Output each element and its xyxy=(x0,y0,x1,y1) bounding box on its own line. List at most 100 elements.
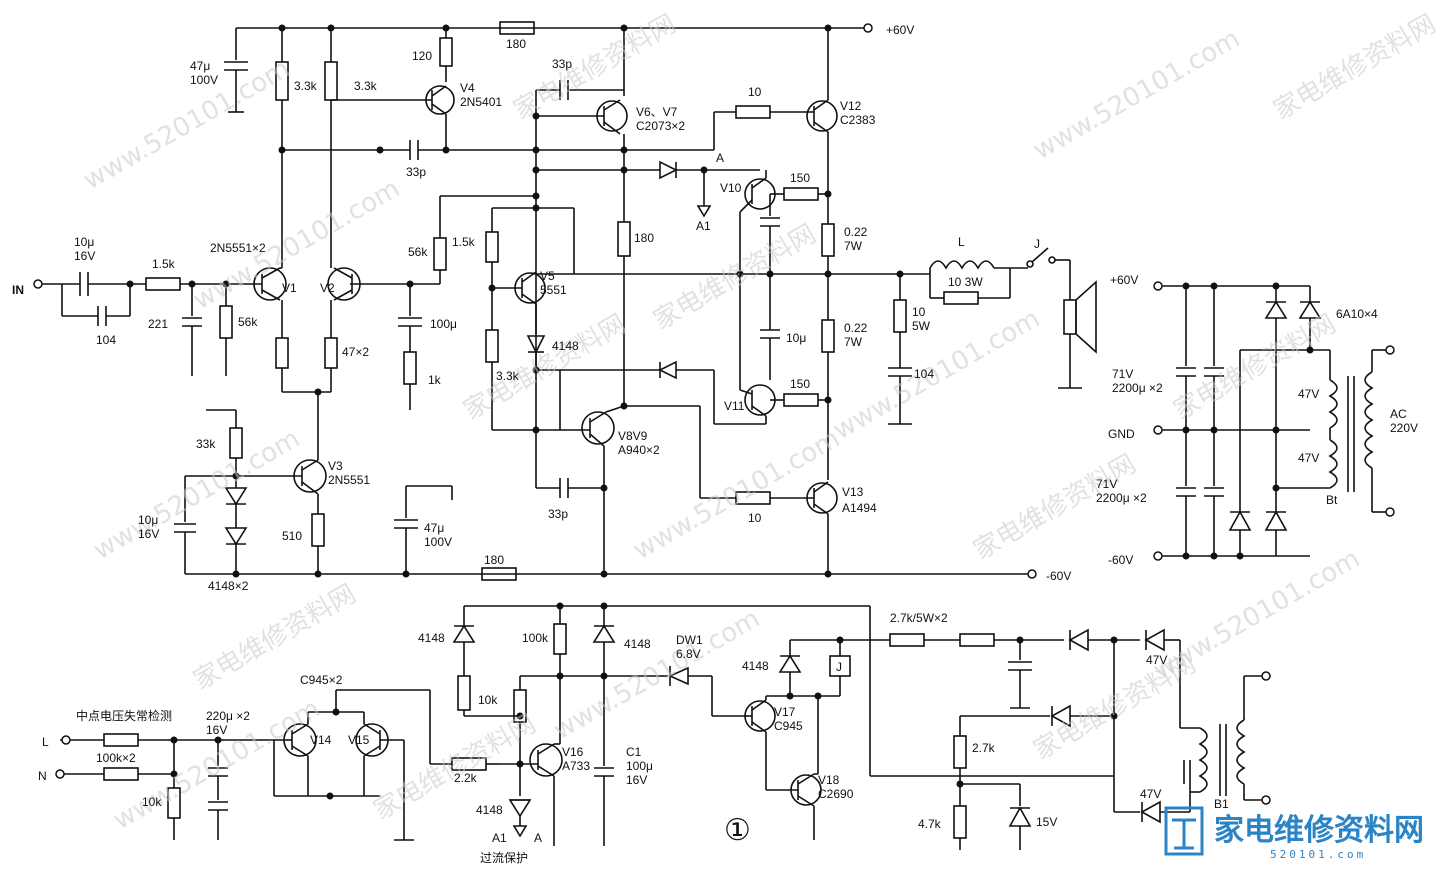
diff-pair-label: 2N5551×2 xyxy=(210,241,266,255)
v6v7-type: C2073×2 xyxy=(636,119,685,133)
v3-type: 2N5551 xyxy=(328,473,370,487)
v13-r-base-label: 10 xyxy=(748,511,762,525)
transformer-label: Bt xyxy=(1326,493,1338,507)
circle-number: ① xyxy=(724,813,751,848)
watermark-text: www.520101.com xyxy=(1149,544,1366,686)
logo-url: 520101.com xyxy=(1270,848,1366,861)
v5-r-top-label: 1.5k xyxy=(452,235,476,249)
v4-r-label: 120 xyxy=(412,49,432,63)
ocp-a-label: A xyxy=(534,831,542,845)
d4148-c-label: 4148 xyxy=(742,659,769,673)
site-logo: 家电维修资料网 520101.com xyxy=(1164,806,1424,861)
v10-label: V10 xyxy=(720,181,742,195)
v4-name: V4 xyxy=(460,81,475,95)
v12-name: V12 xyxy=(840,99,862,113)
c-bypass-label: 104 xyxy=(96,333,116,347)
v8v9-name: V8V9 xyxy=(618,429,648,443)
v8v9-type: A940×2 xyxy=(618,443,660,457)
r-2k2-label: 2.2k xyxy=(454,771,478,785)
v4-type: 2N5401 xyxy=(460,95,502,109)
protect-r-100k-label: 100k×2 xyxy=(96,751,136,765)
v16-name: V16 xyxy=(562,745,584,759)
b1-label: B1 xyxy=(1214,797,1229,811)
v18-name: V18 xyxy=(818,773,840,787)
q-pair-label: C945×2 xyxy=(300,673,343,687)
v17-type: C945 xyxy=(774,719,803,733)
sec-top-label: 47V xyxy=(1298,387,1319,401)
c33-c-label: 33p xyxy=(548,507,568,521)
v11-label: V11 xyxy=(724,399,745,413)
logo-text: 家电维修资料网 xyxy=(1214,813,1424,848)
v14-label: V14 xyxy=(310,733,332,747)
r-emit-label: 47×2 xyxy=(342,345,369,359)
v12-r-base-label: 10 xyxy=(748,85,762,99)
v18-type: C2690 xyxy=(818,787,854,801)
terminals xyxy=(33,23,1395,805)
v5-r-bot-label: 3.3k xyxy=(496,369,520,383)
v16-type: A733 xyxy=(562,759,590,773)
ocp-a1-label: A1 xyxy=(492,831,507,845)
c33-a-label: 33p xyxy=(406,165,426,179)
r-180-bottom-label: 180 xyxy=(484,553,504,567)
rail-neg-label: -60V xyxy=(1046,569,1071,583)
r150-b-label: 150 xyxy=(790,377,810,391)
d4148-b-label: 4148 xyxy=(624,637,651,651)
d4148-a-label: 4148 xyxy=(418,631,445,645)
r-feed-label: 2.7k/5W×2 xyxy=(890,611,948,625)
relay-label: J xyxy=(836,660,842,674)
v1-label: V1 xyxy=(282,281,297,295)
r-180-mid-label: 180 xyxy=(634,231,654,245)
v12-type: C2383 xyxy=(840,113,876,127)
wiring xyxy=(40,21,1386,850)
sec-a-label: 47V xyxy=(1146,653,1167,667)
watermark-text: www.520101.com xyxy=(79,54,296,196)
protect-title: 中点电压失常检测 xyxy=(76,708,172,723)
v17-name: V17 xyxy=(774,705,796,719)
psu-gnd-label: GND xyxy=(1108,427,1135,441)
c33-b-label: 33p xyxy=(552,57,572,71)
bridge-label: 6A10×4 xyxy=(1336,307,1378,321)
r-in-label: 1.5k xyxy=(152,257,176,271)
watermark-text: www.520101.com xyxy=(1029,24,1246,166)
watermark-text: 家电维修资料网 xyxy=(649,219,822,336)
r-27k-label: 2.7k xyxy=(972,741,996,755)
rail-pos-label: +60V xyxy=(886,23,914,37)
v2-label: V2 xyxy=(320,281,335,295)
r-56k-label: 56k xyxy=(238,315,258,329)
watermark-text: 家电维修资料网 xyxy=(969,449,1142,566)
c-221-label: 221 xyxy=(148,317,168,331)
v15-label: V15 xyxy=(348,733,370,747)
protect-r-10k-label: 10k xyxy=(142,795,162,809)
v3-r33k-label: 33k xyxy=(196,437,216,451)
zobel-c-label: 104 xyxy=(914,367,934,381)
v3-name: V3 xyxy=(328,459,343,473)
r-col2-label: 3.3k xyxy=(354,79,378,93)
relay-contact-label: J xyxy=(1034,237,1040,251)
v13-name: V13 xyxy=(842,485,864,499)
v5-diode-label: 4148 xyxy=(552,339,579,353)
r-10k-b-label: 10k xyxy=(478,693,498,707)
v3-diodes-label: 4148×2 xyxy=(208,579,249,593)
v5-type: 5551 xyxy=(540,283,567,297)
protect-l-label: L xyxy=(42,735,49,749)
v6v7-name: V6、V7 xyxy=(636,105,678,119)
c10u-label: 10μ xyxy=(786,331,806,345)
inductor-r-label: 10 3W xyxy=(948,275,983,289)
fb-r-1k-label: 1k xyxy=(428,373,442,387)
v13-type: A1494 xyxy=(842,501,877,515)
